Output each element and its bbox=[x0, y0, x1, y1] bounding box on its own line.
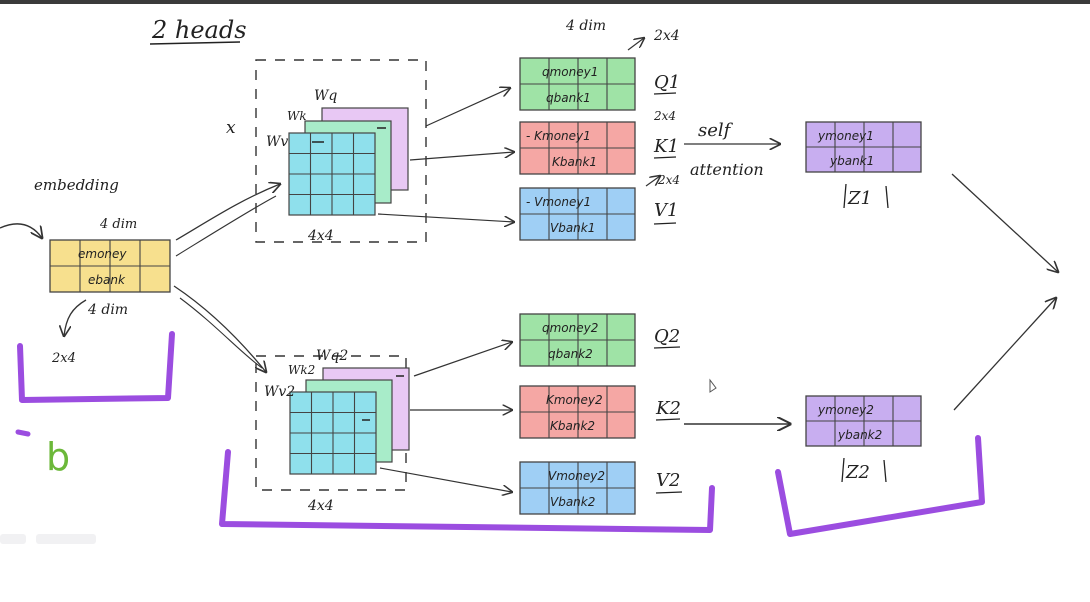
embed-to-head1-arrow bbox=[175, 184, 280, 241]
embedding-label: embedding bbox=[34, 176, 119, 194]
head2-v-label: V2 bbox=[656, 470, 680, 491]
head1-k-row-1: Kbank1 bbox=[552, 155, 597, 169]
head2-qkv-bracket bbox=[219, 449, 715, 533]
ghost-tab bbox=[0, 534, 26, 544]
title-text: 2 heads bbox=[151, 16, 247, 44]
head2-weight-stack bbox=[289, 367, 410, 475]
head1-weights-size: 4x4 bbox=[307, 228, 334, 244]
head1-to-v-arrow bbox=[377, 213, 514, 222]
z2-to-output-arrow bbox=[953, 298, 1056, 411]
head2-k-row-0: Kmoney2 bbox=[546, 393, 603, 407]
head1-wv-grid bbox=[289, 133, 375, 215]
head1-k-shape: 2x4 bbox=[653, 109, 676, 123]
head2-z-bracket bbox=[775, 435, 985, 537]
embedding-bracket bbox=[17, 331, 175, 403]
head2-v-row-1: Vbank2 bbox=[550, 495, 595, 509]
head1-v-row-1: Vbank1 bbox=[550, 221, 595, 235]
head1-q-row-0: qmoney1 bbox=[542, 65, 598, 79]
embedding-shape-arrow bbox=[64, 299, 87, 336]
head2-k-label: K2 bbox=[655, 398, 681, 419]
head2-q-label: Q2 bbox=[654, 326, 680, 347]
head1-q-shape-arrow bbox=[627, 38, 644, 51]
cursor-mark bbox=[15, 429, 31, 437]
embedding-dim-bottom: 4 dim bbox=[87, 302, 128, 318]
head1-to-k-arrow bbox=[409, 152, 514, 161]
head2-v-row-0: Vmoney2 bbox=[548, 469, 605, 483]
head1-k-label: K1 bbox=[653, 136, 679, 157]
head2-v-matrix: Vmoney2 Vbank2 bbox=[519, 461, 636, 515]
head1-v-row-0: - Vmoney1 bbox=[526, 195, 591, 209]
head2-q-label-underline bbox=[653, 346, 681, 349]
embedding-matrix: emoney ebank bbox=[49, 239, 171, 293]
head2-to-v-arrow bbox=[379, 467, 512, 492]
self-label: self bbox=[698, 120, 734, 141]
head1-weight-stack bbox=[288, 107, 409, 216]
head1-q-shape: 2x4 bbox=[653, 28, 680, 44]
head1-wq-label: Wq bbox=[314, 88, 337, 104]
mouse-cursor-icon bbox=[709, 378, 717, 393]
head1-q-matrix: qmoney1 qbank1 bbox=[519, 57, 636, 111]
head2-wv-label: Wv2 bbox=[264, 384, 295, 400]
head2-wv-grid bbox=[290, 392, 376, 474]
z1-to-output-arrow bbox=[951, 173, 1058, 272]
attention-label: attention bbox=[690, 160, 764, 179]
head1-weights-dashed-box bbox=[255, 59, 427, 243]
embedding-shape: 2x4 bbox=[51, 351, 76, 366]
head2-z-row-0: ymoney2 bbox=[817, 403, 874, 417]
head2-z-label: Z2 bbox=[845, 462, 870, 483]
head2-k-label-underline bbox=[655, 418, 681, 421]
head2-weights-size: 4x4 bbox=[307, 498, 334, 514]
head1-k-matrix: - Kmoney1 Kbank1 bbox=[519, 121, 636, 175]
head1-q-label-underline bbox=[653, 92, 677, 95]
ghost-tab bbox=[36, 534, 96, 544]
title-underline bbox=[149, 41, 241, 45]
head2-k-row-1: Kbank2 bbox=[550, 419, 595, 433]
head1-k-row-0: - Kmoney1 bbox=[526, 129, 591, 143]
head2-q-row-0: qmoney2 bbox=[542, 321, 598, 335]
embedding-row-1: ebank bbox=[88, 273, 126, 287]
head1-v-label-underline bbox=[653, 222, 677, 225]
embed-to-head2-stroke bbox=[179, 297, 263, 369]
head1-v-matrix: - Vmoney1 Vbank1 bbox=[519, 187, 636, 241]
head2-to-q-arrow bbox=[413, 342, 512, 377]
head1-wk-label: Wk bbox=[287, 109, 307, 123]
head2-z-row-1: ybank2 bbox=[837, 428, 882, 442]
head1-z-row-0: ymoney1 bbox=[817, 129, 874, 143]
embedding-row-0: emoney bbox=[78, 247, 127, 261]
embed-to-head1-stroke bbox=[175, 195, 277, 257]
head1-v-shape: 2x4 bbox=[657, 173, 680, 187]
green-b-mark: b bbox=[46, 435, 70, 479]
head1-z-matrix: ymoney1 ybank1 bbox=[805, 121, 922, 173]
head1-q-row-1: qbank1 bbox=[546, 91, 591, 105]
head1-to-q-arrow bbox=[425, 88, 510, 127]
head2-k-matrix: Kmoney2 Kbank2 bbox=[519, 385, 636, 439]
head1-k-label-underline bbox=[653, 156, 677, 159]
head2-z-label-bars bbox=[841, 457, 887, 483]
head1-q-dim-top: 4 dim bbox=[565, 18, 606, 34]
head1-z-row-1: ybank1 bbox=[829, 154, 874, 168]
head1-v-shape-arrow bbox=[645, 176, 660, 187]
head1-q-label: Q1 bbox=[654, 72, 680, 93]
head2-q-matrix: qmoney2 qbank2 bbox=[519, 313, 636, 367]
head2-z-matrix: ymoney2 ybank2 bbox=[805, 395, 922, 447]
embed-to-head2-arrow bbox=[173, 285, 266, 372]
head2-wk-label: Wk2 bbox=[288, 363, 315, 377]
x-label: x bbox=[226, 118, 236, 138]
head1-wv-label: Wv bbox=[266, 134, 288, 150]
head2-v-label-underline bbox=[655, 491, 683, 494]
window-top-bar bbox=[0, 0, 1090, 4]
head1-z-label: Z1 bbox=[847, 188, 872, 209]
embedding-input-arrow bbox=[0, 223, 42, 238]
head2-q-row-1: qbank2 bbox=[548, 347, 593, 361]
head1-z-label-bars bbox=[843, 183, 889, 209]
head2-wq-label: Wq2 bbox=[316, 348, 348, 364]
embedding-dim-top: 4 dim bbox=[99, 217, 137, 232]
head1-v-label: V1 bbox=[654, 200, 678, 221]
